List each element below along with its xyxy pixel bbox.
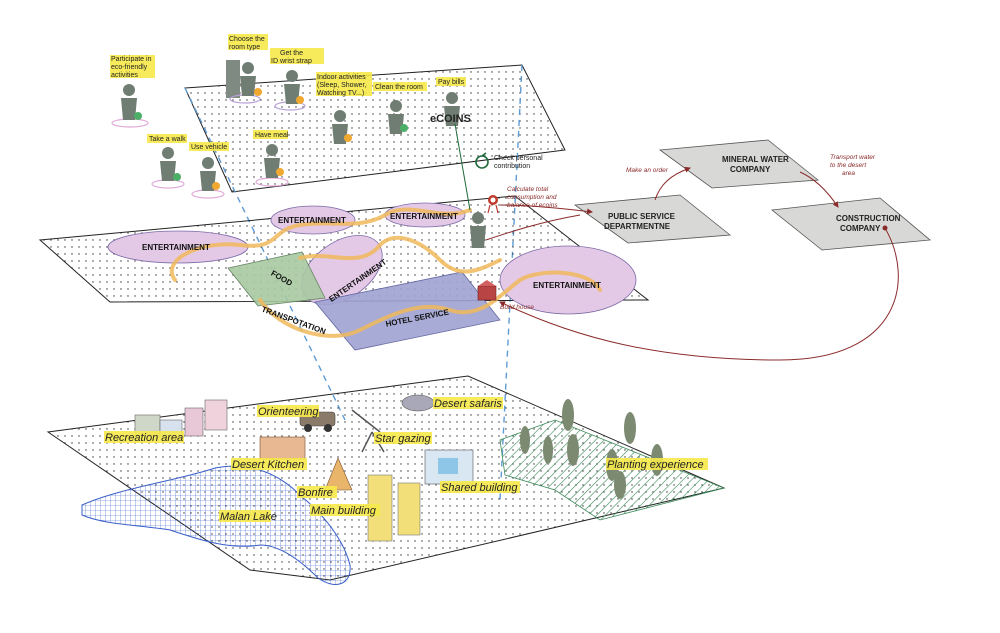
label-check-contribution-2: contribution bbox=[494, 163, 530, 170]
label-take-walk: Take a walk bbox=[149, 136, 186, 143]
desert-kitchen-icon bbox=[259, 436, 306, 460]
label-desert-kitchen: Desert Kitchen bbox=[232, 459, 304, 471]
label-transportation: TRANSPOTATION bbox=[260, 305, 327, 337]
build-house-icon bbox=[477, 280, 497, 301]
label-calculate-2: consumption and bbox=[507, 194, 557, 201]
label-entertainment-1: ENTERTAINMENT bbox=[142, 243, 210, 252]
label-room-type-2: room type bbox=[229, 44, 260, 51]
check-contribution-icon bbox=[475, 152, 489, 169]
label-orienteering: Orienteering bbox=[258, 406, 319, 418]
label-public-service-2: DEPARTMENTNE bbox=[604, 222, 671, 231]
public-service-box bbox=[573, 194, 732, 244]
ecoin-badge-icon bbox=[487, 195, 499, 214]
site-labels: Recreation area Orienteering Desert safa… bbox=[104, 397, 708, 523]
activity-figures bbox=[111, 60, 460, 199]
activity-labels: Participate in eco-friendly activities C… bbox=[110, 34, 466, 151]
svg-text:Participate in: Participate in bbox=[111, 56, 152, 63]
desert-safaris-icon bbox=[401, 394, 435, 412]
label-bonfire: Bonfire bbox=[298, 487, 333, 499]
label-construction-1: CONSTRUCTION bbox=[836, 214, 901, 223]
label-entertainment-5: ENTERTAINMENT bbox=[533, 281, 601, 290]
label-indoor-2: (Sleep, Shower, bbox=[317, 82, 366, 89]
recreation-area-icon bbox=[134, 399, 228, 439]
flow-arrows bbox=[485, 166, 899, 361]
malan-lake bbox=[81, 465, 351, 585]
label-planting-experience: Planting experience bbox=[607, 459, 704, 471]
label-build-house: Build house bbox=[500, 304, 534, 311]
label-mineral-water-1: MINERAL WATER bbox=[722, 155, 789, 164]
mineral-water-box bbox=[658, 139, 820, 189]
label-indoor-3: Watching TV...) bbox=[317, 90, 364, 97]
label-participate-2: eco-friendly bbox=[111, 64, 148, 71]
label-pay-bills: Pay bills bbox=[438, 79, 465, 86]
label-desert-safaris: Desert safaris bbox=[434, 398, 502, 410]
label-calculate-3: balance of ecoins bbox=[507, 202, 558, 209]
food-zone bbox=[227, 251, 326, 307]
shared-building-icon bbox=[424, 449, 474, 485]
construction-anchor-dot bbox=[882, 225, 888, 231]
label-participate-1: Participate in bbox=[111, 56, 152, 63]
construction-box bbox=[770, 197, 931, 251]
label-wrist-strap-1: Get the bbox=[280, 50, 303, 57]
label-clean-room: Clean the room bbox=[375, 84, 423, 91]
label-star-gazing: Star gazing bbox=[375, 433, 432, 445]
label-calculate-1: Calculate total bbox=[507, 186, 549, 193]
label-have-meal: Have meal bbox=[255, 132, 289, 139]
label-room-type-1: Choose the bbox=[229, 36, 265, 43]
activity-badges bbox=[134, 88, 408, 190]
label-transport-water-3: area bbox=[842, 170, 855, 177]
label-main-building: Main building bbox=[311, 505, 377, 517]
bonfire-icon bbox=[324, 457, 353, 491]
label-shared-building: Shared building bbox=[441, 482, 518, 494]
paybills-link bbox=[454, 123, 471, 211]
label-entertainment-3: ENTERTAINMENT bbox=[390, 212, 458, 221]
label-use-vehicle: Use vehicle bbox=[191, 144, 227, 151]
label-indoor-1: Indoor activities bbox=[317, 74, 366, 81]
label-entertainment-2: ENTERTAINMENT bbox=[278, 216, 346, 225]
svg-text:activities: activities bbox=[111, 72, 138, 79]
label-recreation-area: Recreation area bbox=[105, 432, 183, 444]
ecoins-logo: eCOINS bbox=[430, 113, 471, 125]
svg-text:eco-friendly: eco-friendly bbox=[111, 64, 148, 71]
label-mineral-water-2: COMPANY bbox=[730, 165, 771, 174]
label-check-contribution-1: Check personal bbox=[494, 155, 543, 162]
label-malan-lake: Malan Lake bbox=[220, 511, 277, 523]
activity-plane bbox=[184, 64, 566, 193]
label-transport-water-1: Transport water bbox=[830, 154, 876, 161]
label-make-order: Make an order bbox=[626, 167, 669, 174]
path-network bbox=[169, 207, 602, 338]
label-public-service-1: PUBLIC SERVICE bbox=[608, 212, 676, 221]
label-transport-water-2: to the desert bbox=[830, 162, 867, 169]
label-construction-2: COMPANY bbox=[840, 224, 881, 233]
label-wrist-strap-2: ID wrist strap bbox=[271, 58, 312, 65]
entertainment-zone-5 bbox=[499, 245, 637, 315]
label-participate-3: activities bbox=[111, 72, 138, 79]
person-icon-service-plane bbox=[470, 212, 486, 248]
